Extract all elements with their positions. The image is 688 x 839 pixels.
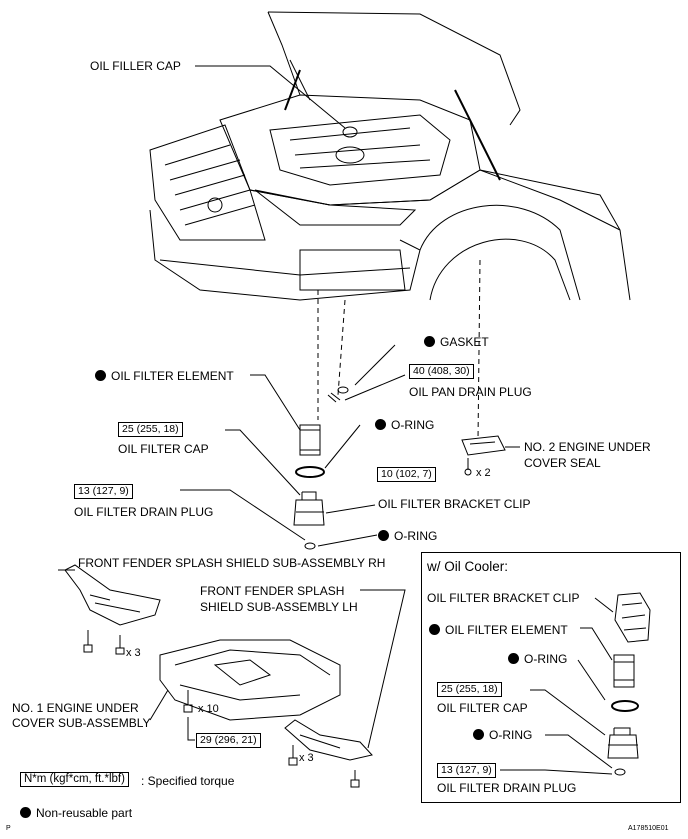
non-reusable-dot-icon: [20, 807, 31, 818]
label-o-ring-2: O-RING: [378, 529, 437, 543]
cooler-label-filter-element: OIL FILTER ELEMENT: [429, 623, 568, 637]
cooler-label-o-ring-1: O-RING: [508, 652, 567, 666]
label-no2-seal-line1: NO. 2 ENGINE UNDER: [524, 440, 651, 454]
legend-torque-desc: : Specified torque: [141, 774, 235, 788]
oil-filter-cap-shape: [293, 499, 325, 526]
cooler-label-filter-cap: OIL FILTER CAP: [437, 701, 528, 715]
label-o-ring-1: O-RING: [375, 418, 434, 432]
legend-non-reusable: Non-reusable part: [20, 806, 132, 820]
non-reusable-dot-icon: [508, 653, 519, 664]
torque-oil-filter-drain-plug: 13 (127, 9): [74, 484, 133, 499]
non-reusable-dot-icon: [375, 419, 386, 430]
label-oil-pan-drain-plug: OIL PAN DRAIN PLUG: [409, 385, 532, 399]
cooler-torque-cap: 25 (255, 18): [437, 682, 502, 697]
label-front-fender-rh: FRONT FENDER SPLASH SHIELD SUB-ASSEMBLY …: [78, 556, 386, 570]
cooler-label-o-ring-2: O-RING: [473, 728, 532, 742]
non-reusable-dot-icon: [429, 624, 440, 635]
cooler-bracket-shape: [614, 592, 651, 643]
label-oil-filter-element: OIL FILTER ELEMENT: [95, 369, 234, 383]
grille: [149, 124, 266, 241]
torque-seal-bolt: 10 (102, 7): [377, 467, 436, 482]
label-no1-under-cover-line1: NO. 1 ENGINE UNDER: [12, 701, 139, 715]
engine-bay: [219, 94, 481, 206]
label-oil-filter-cap: OIL FILTER CAP: [118, 442, 209, 456]
o-ring-1-shape: [295, 466, 325, 478]
cooler-torque-drain: 13 (127, 9): [437, 763, 496, 778]
non-reusable-dot-icon: [378, 530, 389, 541]
fender-rh-shape: [64, 564, 161, 626]
no1-under-cover-shape: [159, 639, 341, 721]
qty-seal-bolts: x 2: [476, 467, 491, 479]
label-no2-seal-line2: COVER SEAL: [524, 456, 601, 470]
oil-filler-cap-shape: [342, 126, 358, 138]
qty-rh-bolts: x 3: [126, 647, 141, 659]
corner-letter: P: [6, 825, 11, 832]
non-reusable-dot-icon: [95, 370, 106, 381]
label-oil-filter-bracket-clip: OIL FILTER BRACKET CLIP: [378, 497, 531, 511]
label-front-fender-lh-line1: FRONT FENDER SPLASH: [200, 584, 345, 598]
non-reusable-dot-icon: [473, 729, 484, 740]
torque-under-cover-bolt: 29 (296, 21): [196, 733, 261, 748]
qty-under-cover-bolts: x 10: [198, 703, 219, 715]
fender-lh-shape: [284, 719, 373, 761]
oil-cooler-box: [421, 552, 681, 803]
legend-torque-unit: N*m (kgf*cm, ft.*lbf): [20, 772, 129, 787]
no2-seal-shape: [461, 435, 506, 456]
label-gasket: GASKET: [424, 335, 489, 349]
cooler-label-drain-plug: OIL FILTER DRAIN PLUG: [437, 781, 577, 795]
label-oil-filter-drain-plug: OIL FILTER DRAIN PLUG: [74, 505, 214, 519]
cooler-filter-element-shape: [613, 654, 635, 688]
figure-code: A178510E01: [628, 825, 669, 832]
torque-oil-pan-drain-plug: 40 (408, 30): [409, 364, 474, 379]
label-no1-under-cover-line2: COVER SUB-ASSEMBLY: [12, 716, 151, 730]
non-reusable-dot-icon: [424, 336, 435, 347]
oil-filter-element-shape: [299, 424, 321, 456]
oil-cooler-title: w/ Oil Cooler:: [427, 559, 509, 574]
label-oil-filler-cap: OIL FILLER CAP: [90, 59, 181, 73]
label-front-fender-lh-line2: SHIELD SUB-ASSEMBLY LH: [200, 600, 358, 614]
qty-lh-bolts: x 3: [299, 752, 314, 764]
hood-outline: [267, 11, 521, 126]
cooler-label-bracket-clip: OIL FILTER BRACKET CLIP: [427, 591, 580, 605]
torque-oil-filter-cap: 25 (255, 18): [118, 422, 183, 437]
